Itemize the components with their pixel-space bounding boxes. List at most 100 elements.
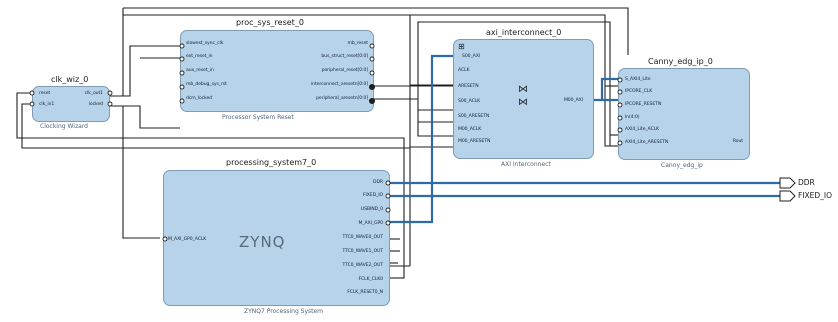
pin-clkwiz-reset[interactable] (29, 90, 35, 96)
axi-interconnect-block[interactable]: ⊞ S00_AXI ACLK ARESETN S00_ACLK S00_ARES… (453, 39, 594, 159)
wire-locked-dcm (110, 105, 180, 129)
wire-periph-aresetn-1 (374, 98, 455, 111)
ps7-port-usbind[interactable]: USBIND_0 (360, 207, 383, 212)
pin-canny-in-0[interactable] (617, 77, 623, 83)
proc-sys-reset-title: proc_sys_reset_0 (236, 18, 304, 27)
wire-top-rail (410, 7, 629, 55)
pin-ps7-gp0-aclk[interactable] (162, 236, 168, 242)
pin-psr-out-3[interactable] (368, 83, 376, 91)
axi-port-s00-aclk[interactable]: S00_ACLK (458, 99, 481, 104)
ps7-port-fixed-io[interactable]: FIXED_IO (362, 193, 383, 198)
psr-port-slowest-sync-clk[interactable]: slowest_sync_clk (186, 41, 224, 46)
canny-port-axi4-lite-aclk[interactable]: AXI4_Lite_ACLK (625, 127, 660, 132)
canny-port-in[interactable]: ln(4:0) (625, 115, 640, 120)
pin-psr-in-2[interactable] (179, 70, 185, 76)
wire-m00-aresetn (409, 86, 455, 148)
wire-periph-aresetn-2 (417, 110, 455, 137)
ps7-port-ddr[interactable]: DDR (373, 180, 383, 185)
clk-wiz-port-clk-in1[interactable]: clk_in1 (39, 102, 55, 107)
ps7-port-fclk-reset0-n[interactable]: FCLK_RESET0_N (347, 290, 383, 295)
pin-psr-in-0[interactable] (179, 43, 185, 49)
ps7-port-m-axi-gp0[interactable]: M_AXI_GP0 (358, 221, 383, 226)
canny-title: Canny_edg_ip_0 (648, 57, 713, 66)
axi-port-s00-axi[interactable]: S00_AXI (462, 54, 481, 59)
wire-periph-aresetn-up (417, 21, 611, 146)
ps7-title: processing_system7_0 (226, 158, 317, 167)
ps7-subtitle: ZYNQ7 Processing System (244, 308, 324, 315)
canny-block[interactable]: S_AXI4_Lite IPCORE_CLK IPCORE_RESETN ln(… (618, 68, 750, 160)
psr-port-aux-reset-in[interactable]: aux_reset_in (186, 68, 214, 73)
canny-subtitle: Canny_edg_ip (661, 162, 703, 169)
axi-port-aclk[interactable]: ACLK (458, 68, 470, 73)
ps7-port-m-axi-gp0-aclk[interactable]: M_AXI_GP0_ACLK (168, 237, 207, 242)
pin-psr-out-1[interactable] (369, 56, 375, 62)
psr-port-bus-struct-reset[interactable]: bus_struct_reset[0:0] (321, 54, 368, 59)
ps7-port-ttc0-wave1[interactable]: TTC0_WAVE1_OUT (342, 249, 384, 254)
pin-canny-in-5[interactable] (617, 140, 623, 146)
clk-wiz-port-clk-out1[interactable]: clk_out1 (84, 91, 104, 96)
clk-wiz-port-locked[interactable]: locked (88, 102, 103, 107)
pin-clkwiz-clkout[interactable] (107, 90, 113, 96)
psr-port-interconnect-aresetn[interactable]: interconnect_aresetn[0:0] (310, 82, 368, 87)
pin-ps7-ddr[interactable] (385, 180, 391, 186)
psr-port-mb-reset[interactable]: mb_reset (347, 41, 368, 46)
axi-port-m00-axi[interactable]: M00_AXI (563, 98, 583, 103)
axi-interconnect-title: axi_interconnect_0 (486, 28, 562, 37)
clk-wiz-block[interactable]: reset clk_in1 clk_out1 locked (32, 86, 110, 122)
external-port-ddr[interactable]: DDR (798, 178, 815, 187)
ddr-port-icon[interactable] (779, 177, 796, 189)
pin-canny-in-3[interactable] (617, 115, 623, 121)
bus-m-axi-gp0 (390, 54, 455, 224)
pin-ps7-usbind[interactable] (385, 207, 391, 213)
pin-clkwiz-locked[interactable] (107, 101, 113, 107)
bus-to-s-axi4-lite (600, 77, 618, 100)
ps7-block[interactable]: M_AXI_GP0_ACLK ZYNQ DDR FIXED_IO USBIND_… (163, 170, 390, 306)
clk-wiz-subtitle: Clocking Wizard (40, 123, 88, 130)
ps7-port-ttc0-wave2[interactable]: TTC0_WAVE2_OUT (342, 263, 384, 268)
psr-port-peripheral-aresetn[interactable]: peripheral_aresetn[0:0] (316, 96, 368, 101)
fixed-io-port-icon[interactable] (779, 190, 796, 202)
expand-icon[interactable]: ⊞ (458, 42, 465, 51)
pin-psr-in-4[interactable] (179, 98, 185, 104)
crossbar-icon-2: ⋈ (518, 97, 528, 108)
axi-port-s00-aresetn[interactable]: S00_ARESETN (458, 114, 490, 119)
pin-psr-out-2[interactable] (369, 70, 375, 76)
pin-psr-out-0[interactable] (369, 43, 375, 49)
ps7-port-fclk-clk0[interactable]: FCLK_CLK0 (358, 277, 383, 282)
pin-ps7-fixed-io[interactable] (385, 193, 391, 199)
wire-clkin-loop (21, 103, 411, 266)
canny-port-rout[interactable]: Rout (732, 139, 743, 144)
pin-canny-in-1[interactable] (617, 89, 623, 95)
pin-canny-in-4[interactable] (617, 127, 623, 133)
ps7-port-ttc0-wave0[interactable]: TTC0_WAVE0_OUT (342, 235, 384, 240)
wire-gp0-aclk (122, 106, 160, 239)
wire-clkout1-slowest (110, 45, 180, 97)
canny-port-ipcore-clk[interactable]: IPCORE_CLK (625, 89, 653, 94)
canny-port-ipcore-resetn[interactable]: IPCORE_RESETN (625, 102, 662, 107)
pin-psr-in-1[interactable] (179, 56, 185, 62)
pin-ps7-m-axi-gp0[interactable] (385, 220, 391, 226)
proc-sys-reset-subtitle: Processor System Reset (222, 114, 294, 121)
psr-port-ext-reset-in[interactable]: ext_reset_in (186, 54, 213, 59)
axi-port-aresetn[interactable]: ARESETN (458, 84, 479, 89)
canny-port-axi4-lite-aresetn[interactable]: AXI4_Lite_ARESETN (625, 140, 669, 145)
psr-port-peripheral-reset[interactable]: peripheral_reset[0:0] (321, 68, 368, 73)
axi-port-m00-aresetn[interactable]: M00_ARESETN (458, 139, 491, 144)
zynq-logo: ZYNQ (239, 233, 286, 251)
axi-port-m00-aclk[interactable]: M00_ACLK (458, 127, 482, 132)
psr-port-dcm-locked[interactable]: dcm_locked (186, 96, 213, 101)
pin-psr-in-3[interactable] (179, 84, 185, 90)
crossbar-icon: ⋈ (518, 84, 528, 95)
clk-wiz-title: clk_wiz_0 (51, 75, 89, 84)
psr-port-mb-debug-sys-rst[interactable]: mb_debug_sys_rst (186, 82, 227, 87)
external-port-fixed-io[interactable]: FIXED_IO (798, 191, 833, 200)
clk-wiz-port-reset[interactable]: reset (39, 91, 51, 96)
canny-port-s-axi4-lite[interactable]: S_AXI4_Lite (625, 77, 651, 82)
proc-sys-reset-block[interactable]: slowest_sync_clk ext_reset_in aux_reset_… (180, 30, 374, 112)
pin-canny-in-2[interactable] (617, 102, 623, 108)
pin-clkwiz-clkin[interactable] (29, 101, 35, 107)
pin-psr-out-4[interactable] (368, 97, 376, 105)
